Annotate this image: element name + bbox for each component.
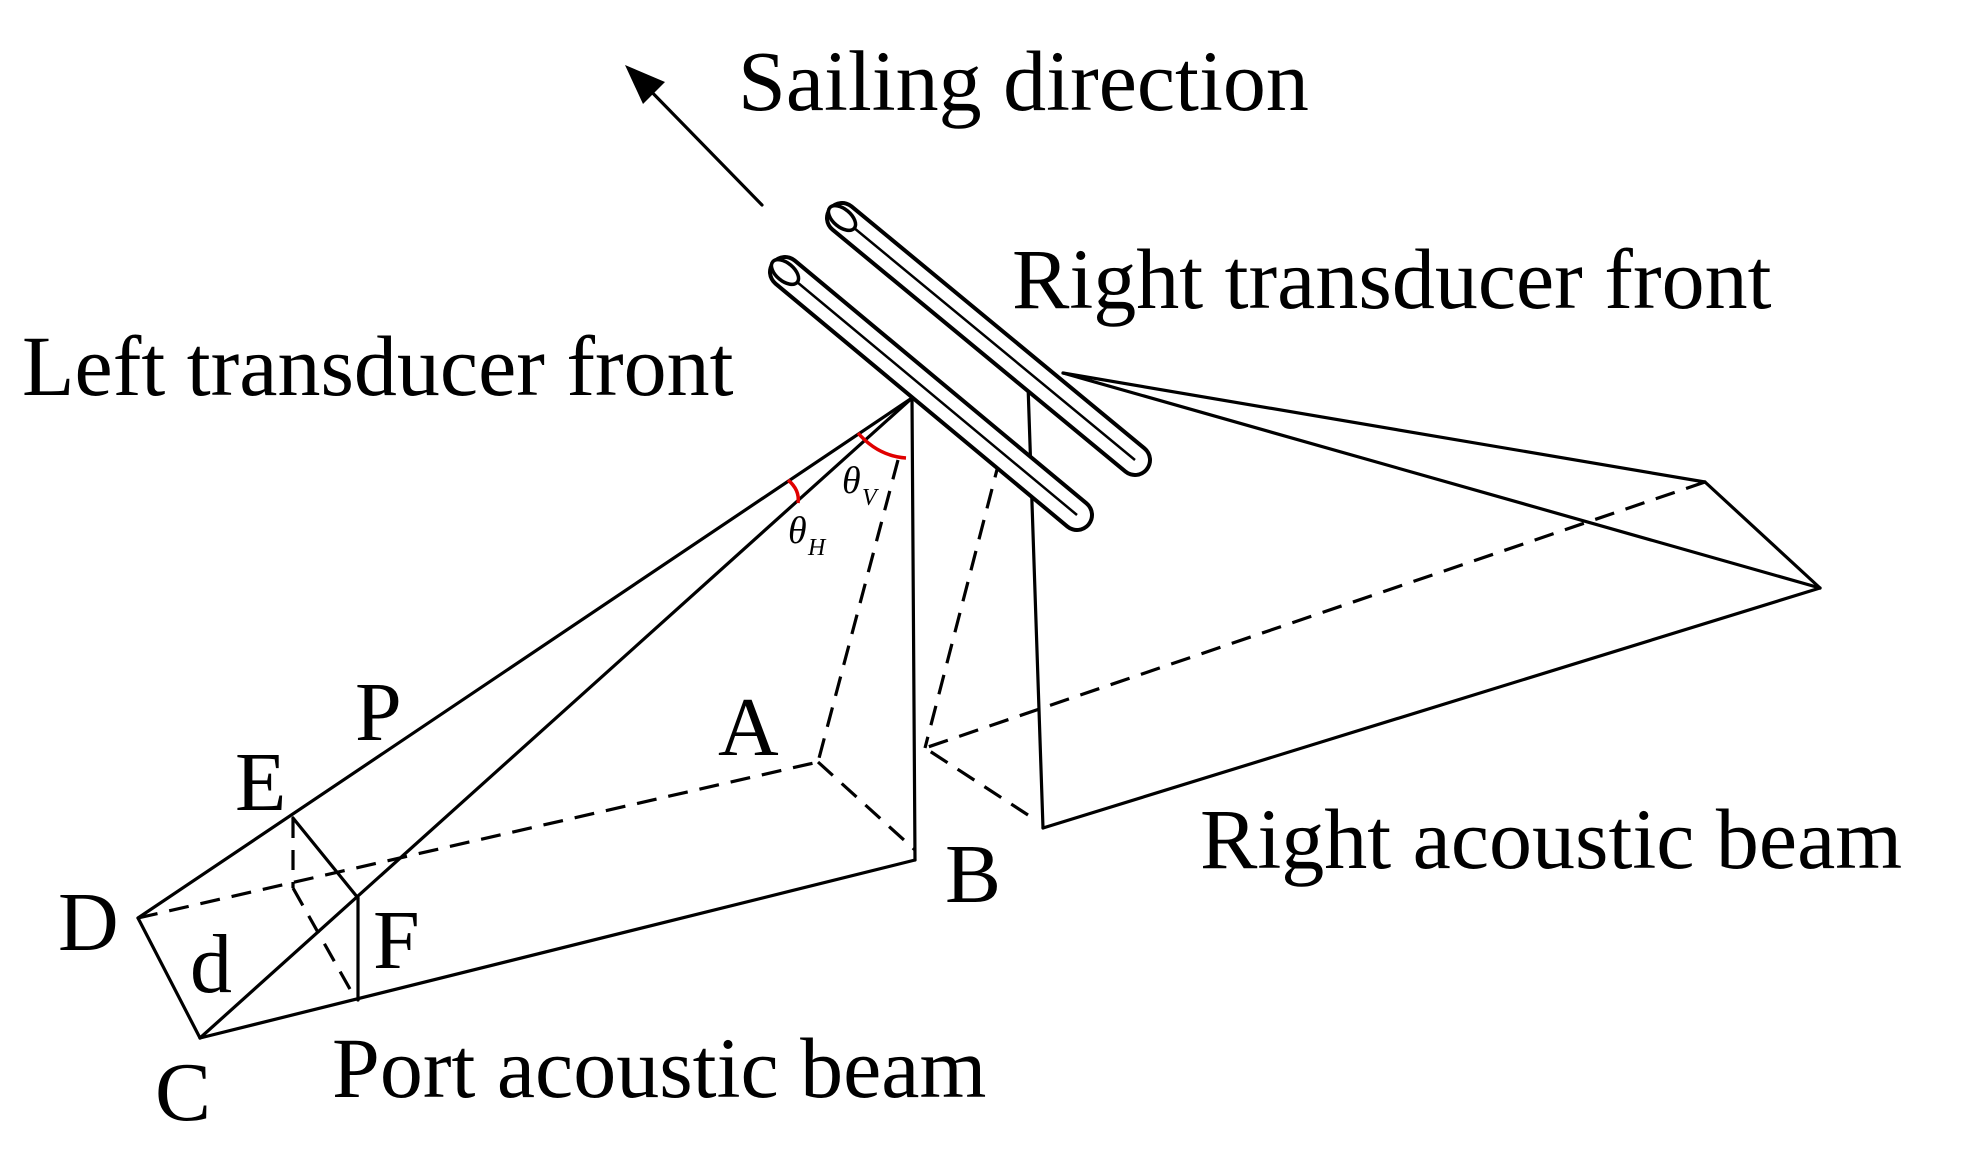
port-acoustic-beam: [136, 396, 917, 1040]
port-beam-label: Port acoustic beam: [332, 1020, 986, 1116]
point-f-label: F: [373, 894, 420, 987]
sailing-direction-label: Sailing direction: [738, 33, 1309, 129]
left-transducer-label: Left transducer front: [22, 318, 734, 414]
theta-h-arc: [786, 478, 801, 504]
swath-section: [291, 816, 360, 1002]
distance-d-label: d: [190, 918, 232, 1011]
right-transducer-rod: [825, 201, 1152, 477]
sailing-direction-arrow: [625, 65, 764, 207]
theta-v-arc: [856, 431, 907, 460]
theta-h-subscript: H: [807, 535, 827, 561]
point-c-label: C: [155, 1046, 211, 1139]
point-e-label: E: [235, 736, 286, 829]
left-transducer-rod: [768, 255, 1094, 532]
theta-h-label: θ: [788, 510, 807, 552]
right-acoustic-beam: [923, 371, 1822, 830]
point-p-label: P: [355, 666, 402, 759]
theta-v-label: θ: [842, 460, 861, 502]
point-d-label: D: [58, 876, 119, 969]
right-beam-label: Right acoustic beam: [1200, 791, 1902, 887]
theta-v-subscript: V: [862, 485, 879, 511]
point-b-label: B: [945, 828, 1001, 921]
right-transducer-label: Right transducer front: [1012, 231, 1772, 327]
point-a-label: A: [718, 681, 779, 774]
